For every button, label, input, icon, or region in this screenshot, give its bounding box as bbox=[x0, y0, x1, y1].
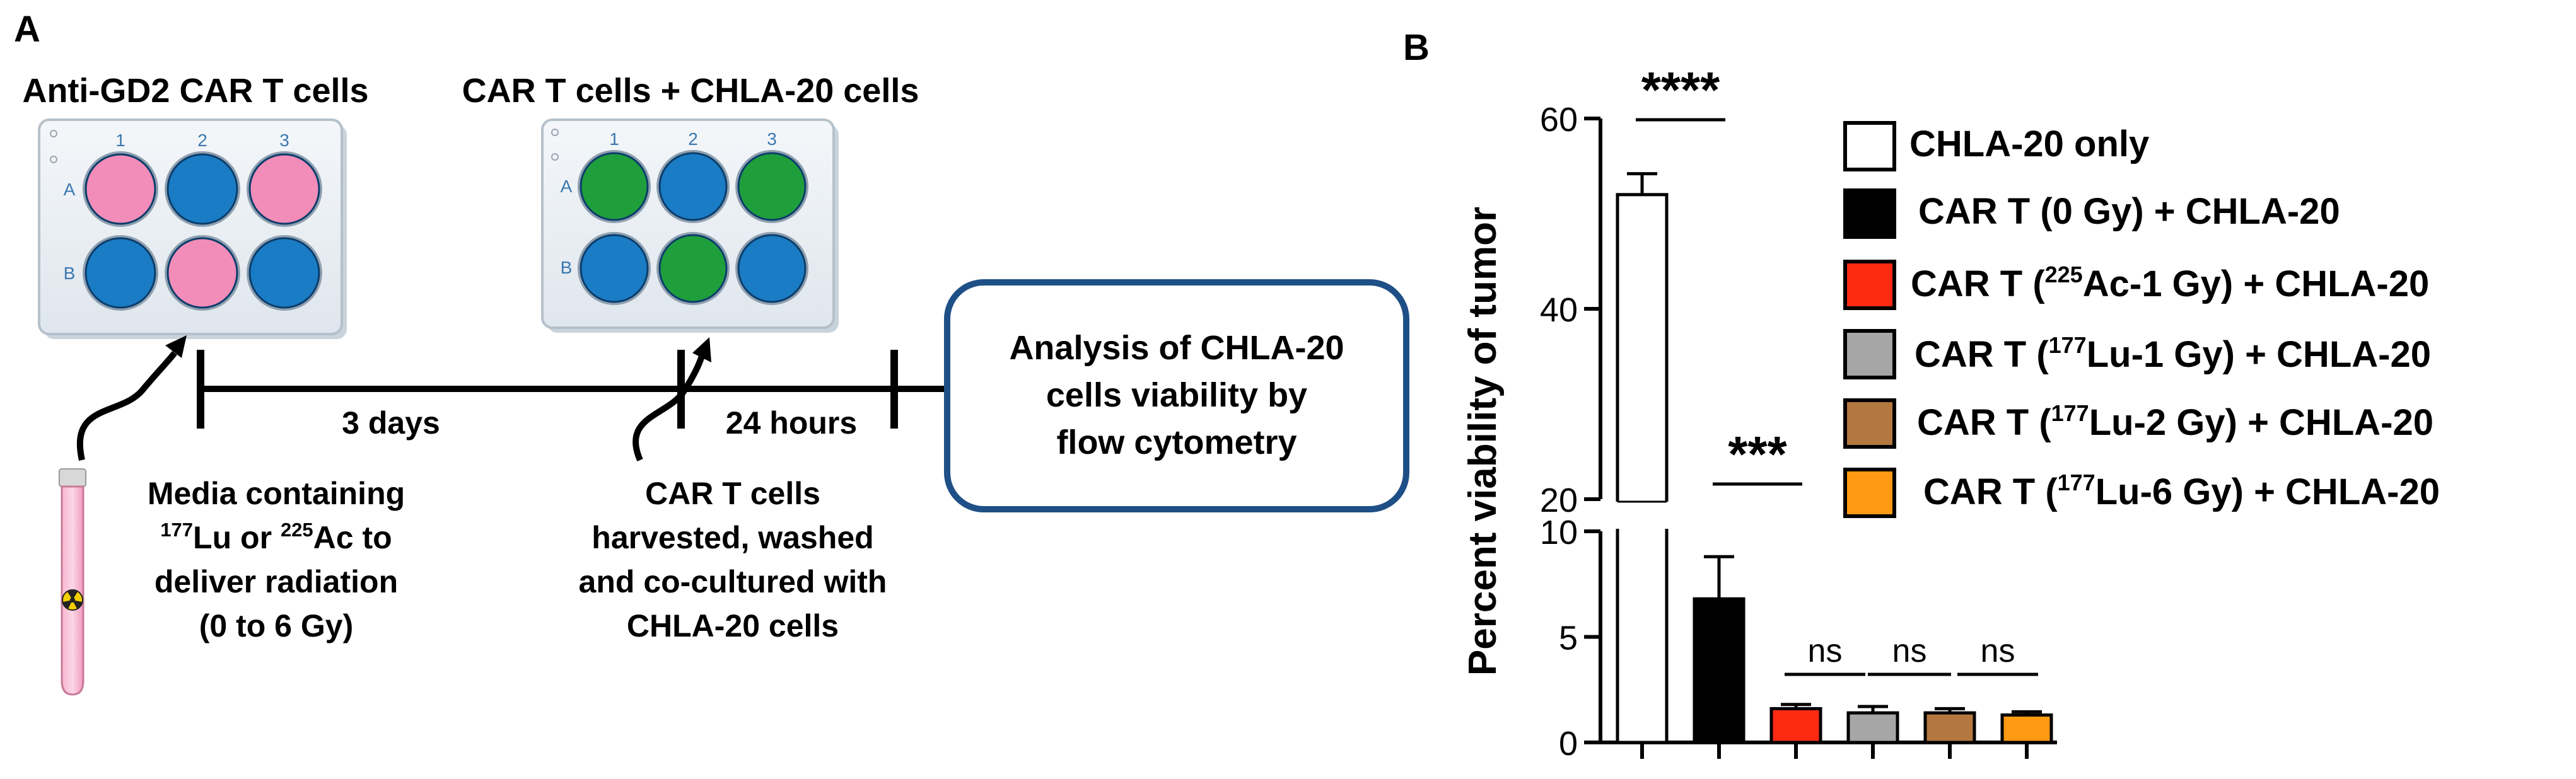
analysis-line-2: cells viability by bbox=[1046, 376, 1307, 414]
panel-a-label: A bbox=[14, 9, 40, 50]
curved-arrow-2 bbox=[632, 337, 711, 461]
legend-label-3: CAR T (177Lu-1 Gy) + CHLA-20 bbox=[1915, 332, 2431, 375]
plate2-well-3 bbox=[580, 234, 649, 303]
harvest-line-1: CAR T cells bbox=[645, 476, 820, 511]
plate1-well-0 bbox=[85, 153, 156, 225]
plate2-well-0 bbox=[580, 152, 649, 221]
legend-swatch-1 bbox=[1843, 188, 1896, 239]
panel-b-label: B bbox=[1403, 27, 1430, 68]
y-tick-label-60: 60 bbox=[1540, 101, 1578, 139]
legend-label-0: CHLA-20 only bbox=[1909, 124, 2149, 164]
legend-swatch-4 bbox=[1843, 398, 1896, 449]
harvest-text: CAR T cells harvested, washed and co-cul… bbox=[579, 476, 887, 643]
sig-2-label: ns bbox=[1808, 633, 1843, 669]
y-tick-label-10: 10 bbox=[1540, 514, 1578, 551]
plate1-well-4 bbox=[166, 237, 238, 309]
bar-1 bbox=[1693, 597, 1746, 744]
plate2-row-a: A bbox=[561, 176, 573, 196]
plate1-row-a: A bbox=[64, 180, 76, 199]
bar-3 bbox=[1846, 711, 1899, 744]
step1-duration: 3 days bbox=[342, 405, 440, 441]
plate1-well-2 bbox=[248, 153, 320, 225]
sig-0-label: **** bbox=[1641, 62, 1720, 118]
media-text: Media containing 177Lu or 225Ac to deliv… bbox=[148, 476, 405, 643]
sig-1-label: *** bbox=[1728, 426, 1787, 482]
media-line-2: 177Lu or 225Ac to bbox=[160, 519, 392, 555]
legend-label-1: CAR T (0 Gy) + CHLA-20 bbox=[1918, 191, 2340, 232]
plate1-well-3 bbox=[85, 237, 156, 309]
analysis-box: Analysis of CHLA-20 cells viability by f… bbox=[944, 279, 1409, 512]
plate1-col-3: 3 bbox=[279, 130, 289, 150]
sig-4-label: ns bbox=[1981, 633, 2015, 669]
harvest-line-4: CHLA-20 cells bbox=[627, 608, 839, 643]
well-plate-1: 1 2 3 A B bbox=[38, 118, 347, 339]
plate2-well-4 bbox=[658, 234, 728, 303]
harvest-line-3: and co-cultured with bbox=[579, 564, 887, 599]
y-tick-label-20: 20 bbox=[1540, 482, 1578, 519]
plate1-col-1: 1 bbox=[115, 130, 125, 150]
plate1-well-5 bbox=[248, 237, 320, 309]
analysis-line-3: flow cytometry bbox=[1056, 424, 1297, 461]
legend-label-5: CAR T (177Lu-6 Gy) + CHLA-20 bbox=[1923, 470, 2440, 512]
bar-4 bbox=[1923, 711, 1976, 744]
plate1-row-b: B bbox=[64, 263, 76, 283]
sig-3-label: ns bbox=[1892, 633, 1927, 669]
step2-duration: 24 hours bbox=[726, 405, 857, 441]
analysis-line-1: Analysis of CHLA-20 bbox=[1009, 329, 1344, 367]
media-line-4: (0 to 6 Gy) bbox=[199, 608, 353, 643]
timeline bbox=[197, 350, 968, 429]
plate2-row-b: B bbox=[561, 258, 573, 277]
plate2-well-1 bbox=[658, 152, 728, 221]
legend-swatch-2 bbox=[1843, 260, 1896, 310]
well-plate-2: 1 2 3 A B bbox=[541, 118, 839, 333]
bar-break-0 bbox=[1614, 502, 1670, 529]
legend-label-4: CAR T (177Lu-2 Gy) + CHLA-20 bbox=[1917, 400, 2433, 443]
bar-0 bbox=[1616, 193, 1669, 744]
plate2-title: CAR T cells + CHLA-20 cells bbox=[462, 72, 919, 110]
plate2-col-1: 1 bbox=[609, 129, 619, 149]
y-tick-label-40: 40 bbox=[1540, 291, 1578, 329]
plate1-well-1 bbox=[166, 153, 238, 225]
bar-2 bbox=[1769, 707, 1822, 744]
legend-label-2: CAR T (225Ac-1 Gy) + CHLA-20 bbox=[1911, 262, 2429, 304]
y-axis-title: Percent viability of tumor bbox=[1461, 207, 1505, 676]
plate2-col-3: 3 bbox=[767, 129, 777, 149]
harvest-line-2: harvested, washed bbox=[592, 520, 873, 555]
plate2-well-5 bbox=[737, 234, 807, 303]
legend-swatch-3 bbox=[1843, 329, 1896, 379]
media-line-3: deliver radiation bbox=[154, 564, 398, 599]
bar-5 bbox=[2000, 713, 2053, 744]
plate1-title: Anti-GD2 CAR T cells bbox=[22, 72, 368, 110]
legend-swatch-0 bbox=[1843, 121, 1896, 171]
plate2-well-2 bbox=[737, 152, 807, 221]
plate1-col-2: 2 bbox=[197, 130, 207, 150]
y-tick-label-0: 0 bbox=[1559, 725, 1578, 763]
media-line-1: Media containing bbox=[148, 476, 405, 511]
curved-arrow-1 bbox=[76, 335, 187, 461]
legend-swatch-5 bbox=[1843, 468, 1896, 518]
test-tube bbox=[59, 468, 86, 696]
y-tick-label-5: 5 bbox=[1559, 620, 1578, 657]
plate2-col-2: 2 bbox=[688, 129, 698, 149]
